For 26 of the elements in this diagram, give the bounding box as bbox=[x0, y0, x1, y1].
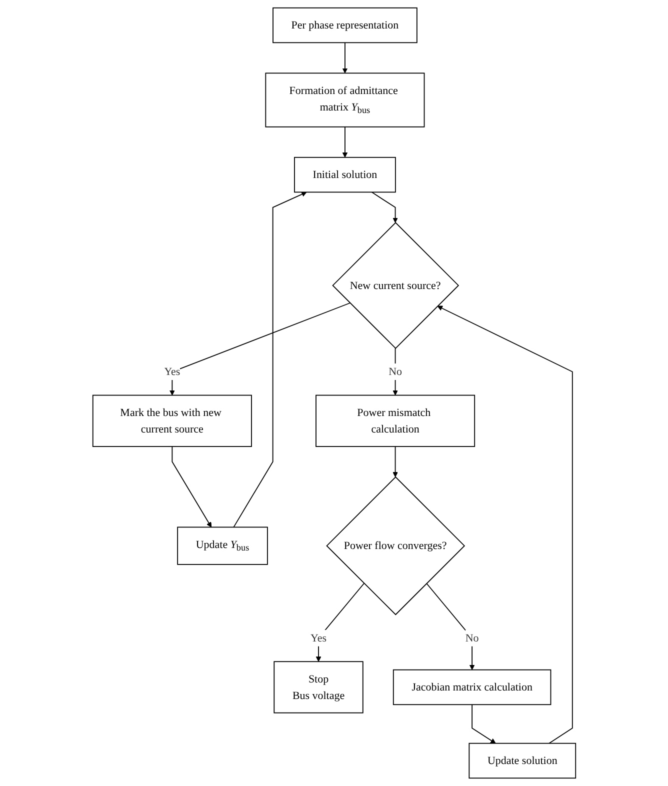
edge-label: Yes bbox=[310, 632, 326, 644]
edge-label: Yes bbox=[164, 365, 180, 378]
arrow bbox=[371, 192, 398, 223]
arrow bbox=[169, 302, 350, 396]
node-box: Mark the bus with new current source bbox=[92, 394, 252, 447]
node-diamond: Power flow converges? bbox=[326, 476, 465, 616]
arrow bbox=[342, 126, 348, 158]
node-box: Update solution bbox=[468, 742, 576, 779]
arrow bbox=[426, 582, 474, 670]
node-diamond: New current source? bbox=[332, 222, 459, 349]
arrow bbox=[232, 192, 307, 528]
arrow bbox=[471, 704, 496, 744]
arrow bbox=[342, 42, 348, 74]
arrow bbox=[171, 446, 212, 528]
arrow bbox=[392, 446, 398, 478]
node-box: Per phase representation bbox=[272, 7, 418, 44]
node-box: Power mismatch calculation bbox=[315, 394, 475, 447]
arrow bbox=[316, 582, 364, 662]
node-box: Jacobian matrix calculation bbox=[392, 669, 551, 706]
node-box: Stop Bus voltage bbox=[273, 661, 364, 714]
node-box: Formation of admittance matrix Y$_{bus}$ bbox=[264, 72, 424, 128]
node-box: Update Y$_{bus}$ bbox=[176, 526, 268, 565]
edge-label: No bbox=[388, 365, 402, 378]
node-box: Initial solution bbox=[294, 156, 396, 193]
edge-label: No bbox=[465, 632, 479, 644]
arrow bbox=[437, 306, 573, 744]
